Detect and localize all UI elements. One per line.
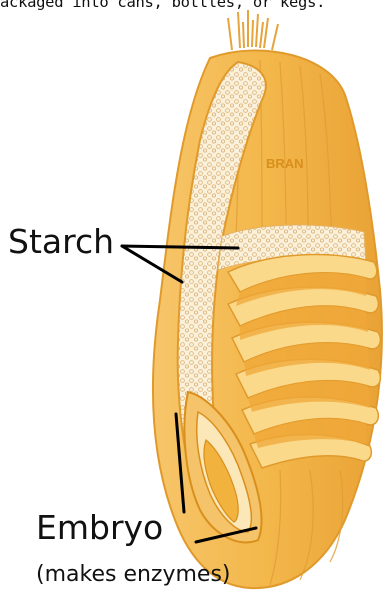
embryo-note: (makes enzymes) <box>36 562 231 587</box>
brush-hairs <box>228 10 278 50</box>
starch-pointer-main <box>122 246 238 248</box>
starch-label: Starch <box>8 222 114 261</box>
embryo-label: Embryo <box>36 508 163 547</box>
bran-label: BRAN <box>266 156 304 171</box>
